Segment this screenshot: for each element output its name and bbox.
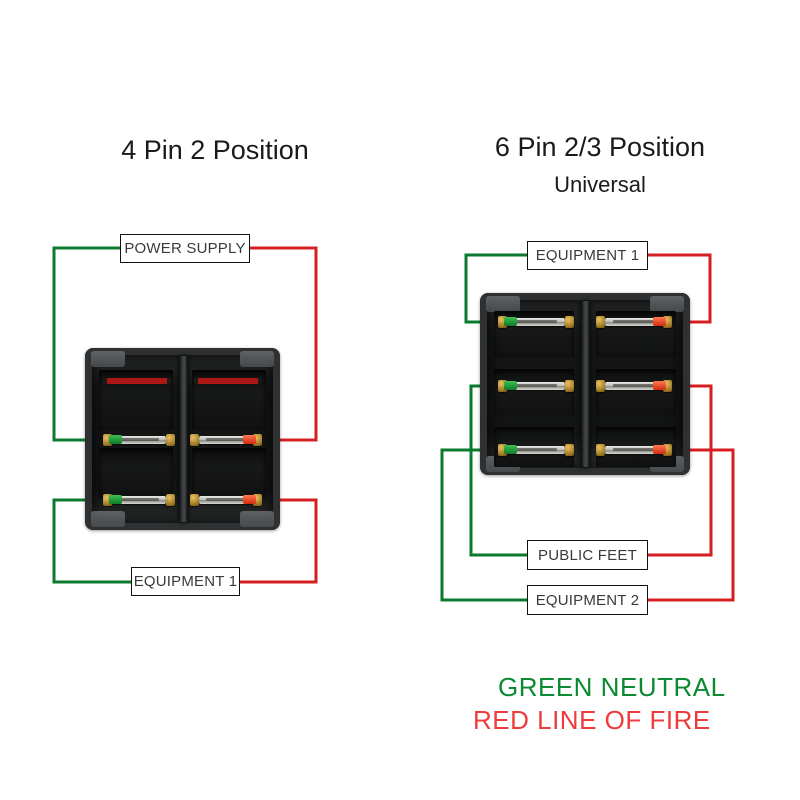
- label-power-supply: POWER SUPPLY: [120, 234, 250, 263]
- terminal-right-bottom: [190, 493, 262, 507]
- terminal-right-middle: [596, 379, 672, 393]
- switch-red-stripe: [194, 378, 262, 384]
- terminal-left-middle: [103, 433, 175, 447]
- switch-bay: [99, 448, 173, 498]
- label-equipment-2: EQUIPMENT 2: [527, 585, 648, 615]
- label-equipment-1-left: EQUIPMENT 1: [131, 567, 240, 596]
- switch-bay: [494, 369, 574, 415]
- diagram-subtitle-6pin: Universal: [554, 172, 646, 197]
- switch-corner-tab: [650, 296, 684, 312]
- switch-corner-tab: [240, 351, 274, 367]
- 6-pin-rocker-switch-body: [480, 293, 690, 475]
- switch-corner-tab: [240, 511, 274, 527]
- legend-green-neutral: GREEN NEUTRAL: [498, 672, 726, 702]
- terminal-right-top: [596, 315, 672, 329]
- terminal-left-middle: [498, 379, 574, 393]
- switch-bay: [192, 448, 266, 498]
- switch-bay: [596, 369, 676, 415]
- switch-center-divider: [178, 356, 188, 522]
- switch-center-divider: [581, 301, 590, 467]
- terminal-left-bottom: [103, 493, 175, 507]
- label-public-feet: PUBLIC FEET: [527, 540, 648, 570]
- label-equipment-1-right: EQUIPMENT 1: [527, 241, 648, 270]
- terminal-left-bottom: [498, 443, 574, 457]
- diagram-title-4pin: 4 Pin 2 Position: [121, 135, 309, 165]
- terminal-left-top: [498, 315, 574, 329]
- legend-red-line-of-fire: RED LINE OF FIRE: [473, 705, 711, 735]
- 4-pin-rocker-switch-body: [85, 348, 280, 530]
- diagram-title-6pin: 6 Pin 2/3 Position: [494, 132, 706, 162]
- switch-red-stripe: [103, 378, 171, 384]
- switch-corner-tab: [91, 511, 125, 527]
- terminal-right-middle: [190, 433, 262, 447]
- switch-corner-tab: [486, 296, 520, 312]
- terminal-right-bottom: [596, 443, 672, 457]
- switch-corner-tab: [91, 351, 125, 367]
